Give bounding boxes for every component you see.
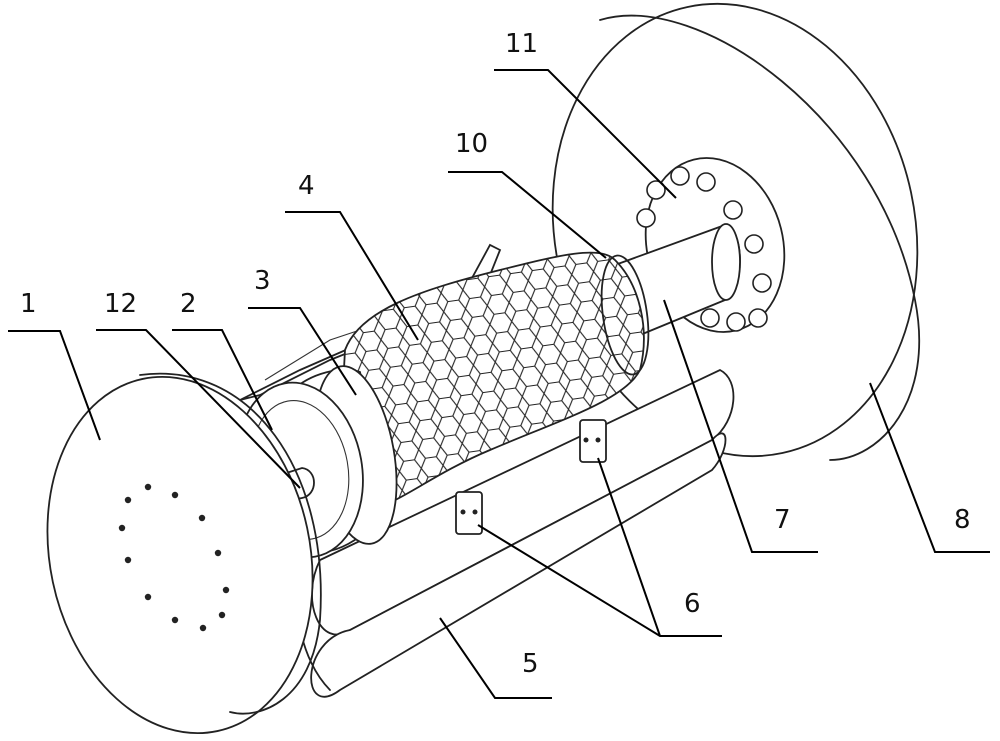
hinge-clip (455, 491, 483, 535)
callout-10: 10 (455, 129, 488, 159)
callout-11: 11 (505, 29, 538, 59)
leader-2 (172, 329, 273, 431)
leader-7 (663, 299, 818, 553)
callout-2: 2 (180, 289, 197, 319)
flange-bolt (726, 312, 746, 332)
callout-6: 6 (684, 589, 701, 619)
leader-5 (439, 617, 552, 699)
flange-bolt (744, 234, 764, 254)
callout-5: 5 (522, 649, 539, 679)
leader-4 (285, 211, 419, 341)
flange-bolt (752, 273, 772, 293)
leader-1 (8, 330, 101, 441)
flange-bolt (748, 308, 768, 328)
callout-7: 7 (774, 505, 791, 535)
callout-3: 3 (254, 266, 271, 296)
flange-bolt (700, 308, 720, 328)
leader-lines (8, 69, 990, 699)
leader-12 (96, 329, 301, 489)
leader-3 (248, 307, 357, 396)
callout-12: 12 (104, 289, 137, 319)
flange-bolt (636, 208, 656, 228)
callout-4: 4 (298, 171, 315, 201)
leader-11 (494, 69, 677, 199)
callout-8: 8 (954, 505, 971, 535)
callout-1: 1 (20, 289, 37, 319)
flange-bolt (723, 200, 743, 220)
callout-labels: 1 2 3 4 5 6 7 8 10 11 12 (20, 29, 971, 679)
leader-10 (448, 171, 607, 259)
flange-bolt (646, 180, 666, 200)
flange-bolt (670, 166, 690, 186)
hinge-clip (579, 419, 607, 463)
leader-6b (597, 457, 661, 637)
leader-8 (869, 382, 990, 553)
flange-bolt (696, 172, 716, 192)
left-end-disc (46, 372, 322, 735)
